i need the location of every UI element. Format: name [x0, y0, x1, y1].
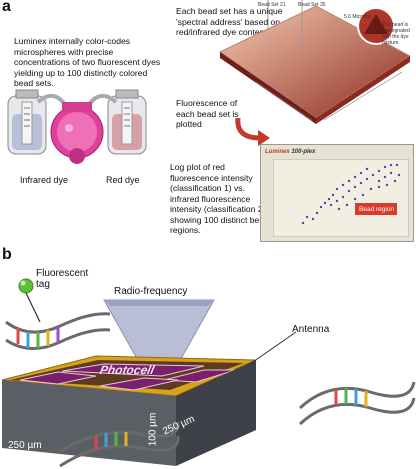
bead-address-description: Each bead set has a unique 'spectral add… — [176, 6, 283, 37]
luminex-plot: Luminex 100-plex Bead region — [260, 144, 414, 242]
microns-label: 5.6 Microns — [344, 14, 370, 20]
radio-frequency-label: Radio-frequency — [114, 286, 188, 297]
bead-impregnated-note: The bead is impregnated with the dye mix… — [382, 22, 410, 46]
infrared-dye-label: Infrared dye — [20, 175, 69, 185]
fluorescence-description: Fluorescence of each bead set is plotted — [176, 98, 239, 129]
bead-set-21-label: Bead Set 21 — [258, 2, 286, 8]
dye-vials-illustration — [7, 89, 147, 164]
rfid-chip-illustration — [1, 278, 416, 468]
panel-a-letter: a — [2, 0, 11, 15]
plot-title-suffix: 100-plex — [291, 149, 316, 155]
photocell-label: Photocell — [98, 363, 156, 377]
panel-b-letter: b — [2, 246, 12, 263]
dim-100-label: 100 µm — [147, 412, 159, 447]
antenna-label: Antenna — [292, 324, 330, 335]
bead-region-dots — [273, 159, 409, 237]
luminex-description: Luminex internally color-codes microsphe… — [14, 36, 161, 88]
fluorescent-tag-label: Fluorescent tag — [36, 268, 89, 290]
bead-grid-illustration — [219, 0, 411, 124]
logplot-description: Log plot of red fluorescence intensity (… — [170, 162, 269, 235]
bead-set-35-label: Bead Set 35 — [298, 2, 326, 8]
red-curved-arrow-icon — [235, 118, 270, 146]
red-dye-label: Red dye — [106, 175, 140, 185]
dim-250-left-label: 250 µm — [8, 440, 42, 451]
bead-region-label: Bead region — [359, 206, 395, 213]
plot-title: Luminex — [265, 149, 290, 155]
